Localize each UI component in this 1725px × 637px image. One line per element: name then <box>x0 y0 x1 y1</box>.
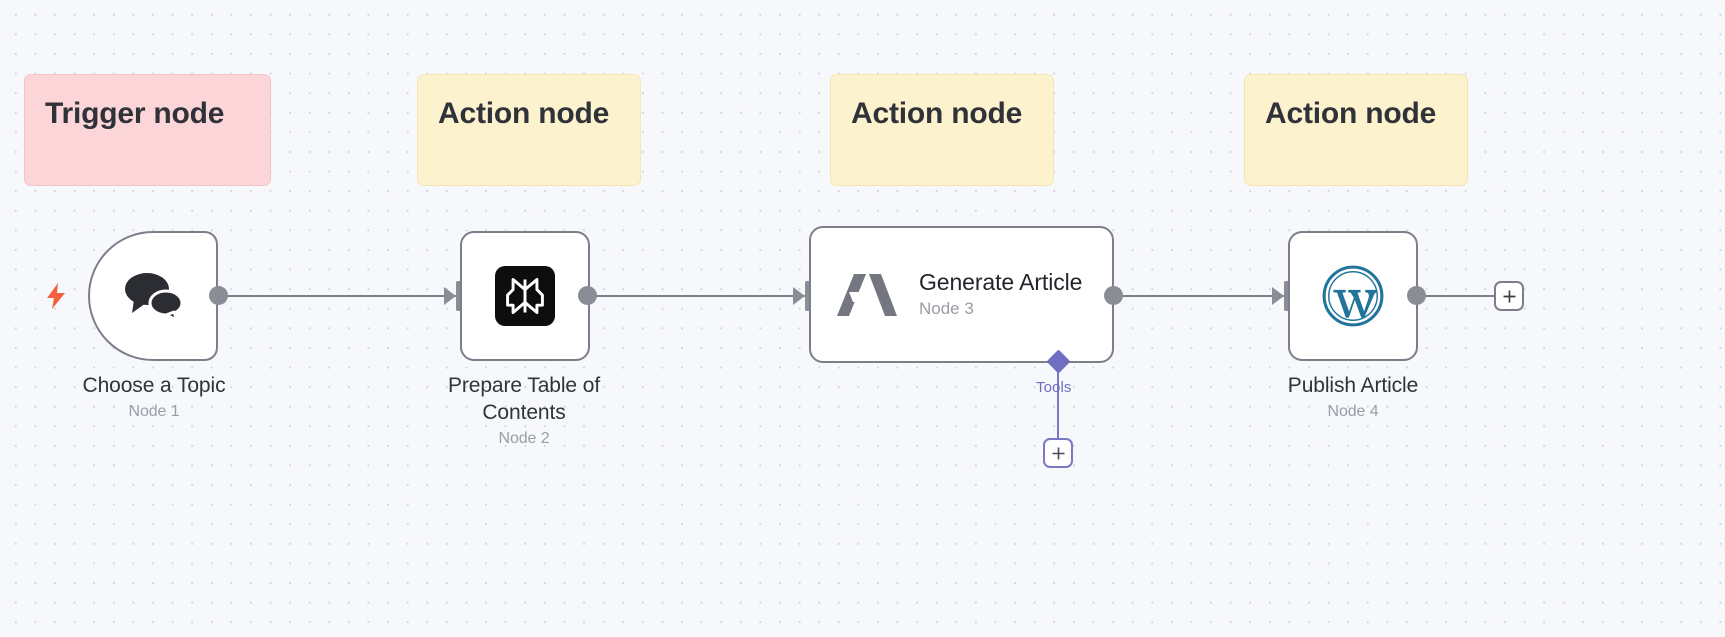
annotation-label: Trigger node <box>45 97 225 130</box>
node-subtitle: Node 2 <box>498 430 550 447</box>
output-port-node2[interactable] <box>578 286 597 305</box>
node-publish-article[interactable] <box>1288 231 1418 361</box>
add-tool-button[interactable] <box>1043 438 1073 468</box>
node-subtitle: Node 4 <box>1327 403 1379 420</box>
connection-node4-add <box>1416 295 1494 297</box>
node-prepare-table-of-contents[interactable] <box>460 231 590 361</box>
connection-node3-node4 <box>1113 295 1285 297</box>
node-caption-1: Choose a Topic Node 1 <box>24 372 284 425</box>
node-text-block: Generate Article Node 3 <box>919 268 1082 322</box>
plus-icon <box>1503 290 1515 302</box>
anthropic-icon <box>835 272 897 318</box>
node-title: Publish Article <box>1287 374 1419 397</box>
node-subtitle: Node 3 <box>919 298 974 318</box>
annotation-label: Action node <box>1265 97 1437 130</box>
annotation-action-node-3[interactable]: Action node <box>1244 74 1468 186</box>
input-arrow-node4 <box>1272 287 1284 305</box>
node-subtitle: Node 1 <box>128 403 180 420</box>
input-arrow-node2 <box>444 287 456 305</box>
node-title: Choose a Topic <box>82 374 226 397</box>
plus-icon <box>1052 447 1064 459</box>
output-port-node4[interactable] <box>1407 286 1426 305</box>
node-caption-4: Publish Article Node 4 <box>1233 372 1473 425</box>
node-choose-a-topic[interactable] <box>88 231 218 361</box>
node-title: Generate Article <box>919 268 1083 295</box>
node-caption-2: Prepare Table of Contents Node 2 <box>404 372 644 452</box>
output-port-node1[interactable] <box>209 286 228 305</box>
input-arrow-node3 <box>793 287 805 305</box>
connection-node1-node2 <box>218 295 458 297</box>
output-port-node3[interactable] <box>1104 286 1123 305</box>
node-title: Prepare Table of Contents <box>447 374 601 424</box>
node-generate-article[interactable]: Generate Article Node 3 <box>809 226 1114 363</box>
connection-node3-tools <box>1057 366 1059 440</box>
trigger-bolt-icon <box>44 282 68 315</box>
annotation-label: Action node <box>438 97 610 130</box>
chat-bubbles-icon <box>122 270 184 322</box>
wordpress-icon <box>1320 263 1386 329</box>
add-node-button[interactable] <box>1494 281 1524 311</box>
annotation-trigger-node[interactable]: Trigger node <box>24 74 271 186</box>
tools-label: Tools <box>1036 379 1072 396</box>
annotation-action-node-2[interactable]: Action node <box>830 74 1054 186</box>
connection-node2-node3 <box>587 295 807 297</box>
annotation-action-node-1[interactable]: Action node <box>417 74 641 186</box>
annotation-label: Action node <box>851 97 1023 130</box>
perplexity-icon <box>495 266 555 326</box>
